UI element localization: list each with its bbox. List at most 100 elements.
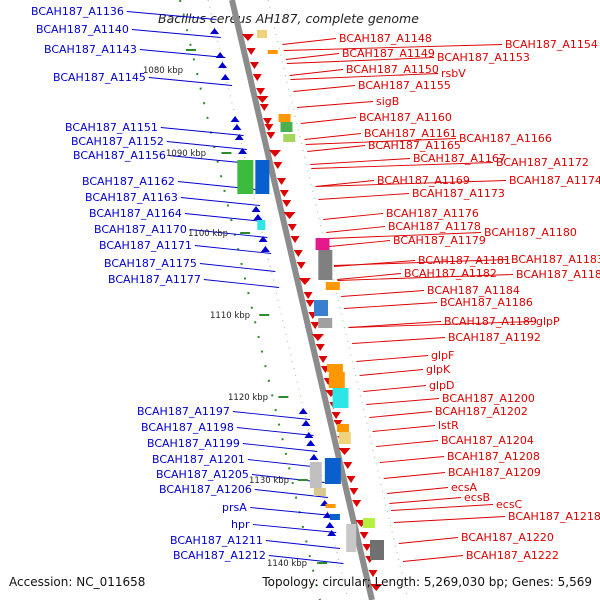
gene-arrow-forward [253, 214, 263, 220]
gene-arrow-forward [234, 134, 244, 140]
gene-label[interactable]: glpK [426, 363, 451, 376]
gene-arrow-forward [238, 148, 248, 154]
gene-arrow-reverse [370, 584, 383, 591]
gene-label[interactable]: BCAH187_A1208 [447, 450, 540, 463]
gene-label[interactable]: BCAH187_A1164 [89, 207, 182, 220]
gene-label[interactable]: BCAH187_A1209 [448, 466, 541, 479]
gene-arrow-reverse [352, 500, 362, 507]
gene-color-block [309, 462, 322, 488]
gene-label[interactable]: BCAH187_A1200 [442, 392, 535, 405]
gene-label[interactable]: glpP [536, 315, 560, 328]
gene-label[interactable]: BCAH187_A1183 [511, 253, 600, 266]
gene-arrow-reverse [343, 462, 353, 469]
gene-label[interactable]: BCAH187_A1211 [170, 534, 263, 547]
gene-label[interactable]: BCAH187_A1206 [159, 483, 252, 496]
gene-label[interactable]: BCAH187_A1197 [137, 405, 230, 418]
gene-label[interactable]: BCAH187_A1172 [496, 156, 589, 169]
leader-line [285, 53, 340, 60]
gene-label[interactable]: BCAH187_A1199 [147, 437, 240, 450]
gene-label[interactable]: BCAH187_A1220 [461, 531, 554, 544]
gene-label[interactable]: BCAH187_A1149 [342, 47, 435, 60]
gene-label[interactable]: BCAH187_A1170 [94, 223, 187, 236]
gene-label[interactable]: ecsC [496, 498, 523, 511]
gene-label[interactable]: BCAH187_A1212 [173, 549, 266, 562]
gene-arrow-forward [251, 206, 261, 212]
gene-label[interactable]: BCAH187_A1155 [358, 79, 451, 92]
gene-label[interactable]: BCAH187_A1150 [346, 63, 439, 76]
gene-color-block [237, 160, 254, 194]
leader-line [315, 180, 375, 187]
gene-color-block [257, 220, 266, 230]
gene-arrow-reverse [266, 132, 276, 139]
gene-label[interactable]: BCAH187_A1162 [82, 175, 175, 188]
gene-arrow-forward [322, 512, 332, 518]
gene-label[interactable]: BCAH187_A1218 [508, 510, 600, 523]
leader-line [232, 411, 310, 420]
gene-label[interactable]: BCAH187_A1156 [73, 149, 166, 162]
gene-label[interactable]: BCAH187_A1169 [377, 174, 470, 187]
gene-label[interactable]: BCAH187_A1145 [53, 71, 146, 84]
gene-label[interactable]: BCAH187_A1175 [104, 257, 197, 270]
gene-label[interactable]: BCAH187_A1136 [31, 5, 124, 18]
gene-label[interactable]: BCAH187_A1151 [65, 121, 158, 134]
gene-label[interactable]: BCAH187_A1204 [441, 434, 534, 447]
gene-label[interactable]: BCAH187_A1140 [36, 23, 129, 36]
leader-line [341, 290, 425, 297]
gene-arrow-forward [325, 522, 335, 528]
gene-label[interactable]: hpr [231, 518, 250, 531]
gene-label[interactable]: BCAH187_A1178 [388, 220, 481, 233]
gene-label[interactable]: BCAH187_A1192 [448, 331, 541, 344]
gene-label[interactable]: BCAH187_A1184 [427, 284, 520, 297]
leader-line [265, 540, 341, 549]
leader-line [348, 321, 442, 328]
gene-label[interactable]: ecsA [451, 481, 478, 494]
gene-label[interactable]: BCAH187_A1201 [152, 453, 245, 466]
gene-label[interactable]: glpD [429, 379, 455, 392]
leader-line [242, 443, 318, 452]
gene-label[interactable]: BCAH187_A1166 [459, 132, 552, 145]
gene-label[interactable]: BCAH187_A1171 [99, 239, 192, 252]
leader-line [402, 555, 464, 562]
gene-label[interactable]: BCAH187_A1202 [435, 405, 528, 418]
leader-line [283, 44, 503, 51]
gene-arrow-reverse [269, 150, 281, 157]
gene-label[interactable]: prsA [222, 501, 247, 514]
gene-label[interactable]: BCAH187_A1167 [413, 152, 506, 165]
gene-label[interactable]: BCAH187_A1186 [440, 296, 533, 309]
gene-features [210, 28, 384, 591]
gene-arrow-forward [298, 408, 308, 414]
gene-label[interactable]: BCAH187_A1222 [466, 549, 559, 562]
gene-label[interactable]: BCAH187_A1179 [393, 234, 486, 247]
gene-label[interactable]: BCAH187_A1154 [505, 38, 598, 51]
gene-label[interactable]: BCAH187_A1205 [156, 468, 249, 481]
gene-arrow-reverse [318, 356, 328, 363]
right-gene-labels: BCAH187_A1148 BCAH187_A1149 BCAH187_A115… [339, 32, 600, 562]
gene-label[interactable]: BCAH187_A1181 [418, 254, 511, 267]
gene-label[interactable]: BCAH187_A1152 [71, 135, 164, 148]
tick-label: 1110 kbp [210, 311, 250, 321]
gene-label[interactable]: BCAH187_A1174 [509, 174, 600, 187]
gene-label[interactable]: BCAH187_A1182 [404, 267, 497, 280]
gene-label[interactable]: BCAH187_A1173 [412, 187, 505, 200]
gene-label[interactable]: BCAH187_A1198 [141, 421, 234, 434]
gene-label[interactable]: rsbV [441, 67, 466, 80]
gene-label[interactable]: ecsB [464, 491, 490, 504]
gene-label[interactable]: BCAH187_A1153 [437, 51, 530, 64]
gene-arrow-reverse [283, 212, 296, 219]
gene-label[interactable]: lstR [438, 419, 459, 432]
leader-line [315, 180, 507, 187]
gene-label[interactable]: BCAH187_A1176 [386, 207, 479, 220]
gene-label[interactable]: sigB [376, 95, 399, 108]
gene-label[interactable]: BCAH187_A1177 [108, 273, 201, 286]
gene-label[interactable]: BCAH187_A1160 [359, 111, 452, 124]
gene-label[interactable]: glpF [431, 349, 454, 362]
gene-label[interactable]: BCAH187_A1189 [444, 315, 537, 328]
gene-label[interactable]: BCAH187_A1148 [339, 32, 432, 45]
gene-label[interactable]: BCAH187_A1161 [364, 127, 457, 140]
gene-label[interactable]: BCAH187_A1180 [484, 226, 577, 239]
gene-label[interactable]: BCAH187_A1163 [85, 191, 178, 204]
gene-label[interactable]: BCAH187_A1185 [516, 268, 600, 281]
leader-line [383, 472, 446, 479]
gene-label[interactable]: BCAH187_A1165 [368, 139, 461, 152]
gene-label[interactable]: BCAH187_A1143 [44, 43, 137, 56]
